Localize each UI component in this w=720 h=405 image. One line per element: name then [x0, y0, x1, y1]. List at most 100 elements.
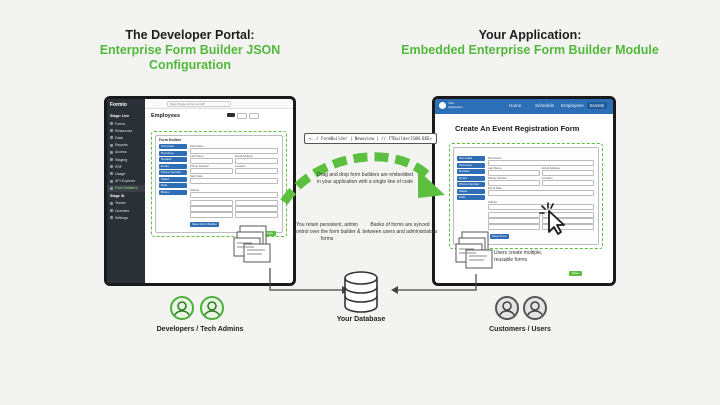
- form-field-input[interactable]: [488, 160, 594, 166]
- form-field-input[interactable]: [235, 168, 278, 174]
- sidebar-item[interactable]: Usage: [107, 170, 145, 177]
- form-field-input[interactable]: [190, 192, 278, 198]
- drag-cursor-icon: [539, 202, 565, 235]
- component-button[interactable]: Email: [457, 175, 485, 181]
- form-field-label: Email Address: [235, 154, 253, 158]
- component-button[interactable]: Phone Number: [457, 182, 485, 187]
- component-button[interactable]: Number: [457, 169, 485, 174]
- component-button[interactable]: Phone Number: [159, 170, 187, 175]
- note-users-create: Users create multiple, reusable forms: [494, 250, 543, 263]
- sidebar-item[interactable]: Resources: [107, 127, 145, 134]
- sidebar-item[interactable]: Licenses: [107, 207, 145, 214]
- developers-label: Developers / Tech Admins: [156, 326, 244, 333]
- sidebar-item[interactable]: Form Builders: [107, 184, 145, 192]
- portal-header-controls: [227, 113, 277, 119]
- person-icon: [498, 301, 516, 318]
- form-table-cell[interactable]: [488, 218, 540, 224]
- sidebar-item-label: Access: [115, 150, 127, 155]
- sidebar-item[interactable]: Access: [107, 149, 145, 156]
- component-button[interactable]: Text Area: [159, 150, 187, 156]
- form-table-cell[interactable]: [190, 200, 233, 206]
- component-button[interactable]: Date: [159, 183, 187, 188]
- component-button[interactable]: Select: [457, 188, 485, 194]
- sidebar-item-label: Forms: [115, 121, 126, 126]
- form-field-input[interactable]: [190, 158, 233, 164]
- component-button[interactable]: Select: [159, 176, 187, 182]
- sidebar-item-icon: [110, 216, 113, 220]
- component-button[interactable]: Button: [159, 189, 187, 195]
- form-table-cell[interactable]: [542, 212, 594, 218]
- sidebar-item-icon: [110, 129, 113, 133]
- app-logo-icon: [439, 102, 446, 109]
- form-field-label: Last Name: [190, 154, 204, 158]
- sidebar-item-label: Teams: [115, 201, 126, 206]
- sidebar-item[interactable]: Staging: [107, 156, 145, 163]
- component-button[interactable]: Text Field: [159, 144, 187, 149]
- form-field-label: Location: [235, 164, 246, 168]
- left-title-line1: The Developer Portal:: [125, 28, 255, 42]
- form-field-input[interactable]: [190, 168, 233, 174]
- app-nav-item[interactable]: Employees: [561, 103, 584, 108]
- sidebar-item[interactable]: Reports: [107, 142, 145, 149]
- sidebar-item-icon: [110, 186, 113, 190]
- sidebar-item[interactable]: Forms: [107, 120, 145, 127]
- portal-save-builder-button[interactable]: Save Form Builder: [190, 222, 219, 227]
- form-table-cell[interactable]: [190, 212, 233, 218]
- form-field-input[interactable]: [488, 190, 594, 196]
- customer-avatar-1: [495, 296, 519, 320]
- component-button[interactable]: Text Field: [457, 156, 485, 161]
- form-field-label: Submit: [190, 188, 199, 192]
- sidebar-item[interactable]: API Explorer: [107, 178, 145, 185]
- form-field-input[interactable]: [488, 170, 540, 176]
- sidebar-item[interactable]: PDF: [107, 163, 145, 170]
- sidebar-item-label: Resources: [115, 128, 133, 133]
- portal-save-badge[interactable]: Save: [263, 231, 276, 236]
- sidebar-section-label: Stage: Live: [110, 114, 130, 118]
- component-button[interactable]: Date: [457, 195, 485, 200]
- form-field-input[interactable]: [542, 170, 594, 176]
- portal-builder-header: Form Builder: [159, 138, 182, 142]
- sidebar-item-icon: [110, 172, 113, 176]
- sidebar-item[interactable]: Data: [107, 134, 145, 141]
- app-nav-item[interactable]: Home: [509, 103, 522, 108]
- form-field-input[interactable]: [488, 180, 540, 186]
- form-table-cell[interactable]: [488, 212, 540, 218]
- sidebar-item-label: API Explorer: [115, 179, 136, 184]
- form-table-cell[interactable]: [235, 212, 278, 218]
- sidebar-item[interactable]: Settings: [107, 214, 145, 221]
- form-table-cell[interactable]: [488, 224, 540, 230]
- form-table-cell[interactable]: [235, 200, 278, 206]
- database-label: Your Database: [336, 316, 386, 323]
- form-table-cell[interactable]: [542, 224, 594, 230]
- form-field-input[interactable]: [190, 148, 278, 154]
- sidebar-item-label: Reports: [115, 143, 128, 148]
- form-field-input[interactable]: [488, 204, 594, 210]
- sidebar-item-label: Licenses: [115, 208, 130, 213]
- portal-url-bar[interactable]: https://forge.formio.com/#/: [167, 101, 231, 107]
- component-button[interactable]: Email: [159, 163, 187, 169]
- form-stack-icon-left: [233, 225, 271, 263]
- component-button[interactable]: Number: [159, 157, 187, 162]
- sidebar-item-icon: [110, 209, 113, 213]
- app-nav-item[interactable]: Schedule: [535, 103, 555, 108]
- app-save-badge[interactable]: Save: [569, 271, 582, 276]
- form-table-cell[interactable]: [542, 218, 594, 224]
- app-logo-text: Your Application: [448, 101, 463, 109]
- app-nav-item[interactable]: Events: [587, 102, 608, 109]
- form-field-label: Phone Number: [488, 176, 507, 180]
- form-field-input[interactable]: [542, 180, 594, 186]
- form-table-cell[interactable]: [190, 206, 233, 212]
- component-button[interactable]: Text Area: [457, 162, 485, 168]
- sidebar-item[interactable]: Teams: [107, 200, 145, 207]
- form-field-input[interactable]: [190, 178, 278, 184]
- embed-code-snippet: <../ FormBuilder | Neweview | // FTBuild…: [304, 133, 437, 144]
- app-save-form-button[interactable]: Save Form: [490, 234, 509, 239]
- form-table-cell[interactable]: [235, 206, 278, 212]
- form-field-input[interactable]: [235, 158, 278, 164]
- form-field-label: Event Date: [488, 186, 502, 190]
- note-banks: Banks of forms are synced between users …: [362, 222, 438, 235]
